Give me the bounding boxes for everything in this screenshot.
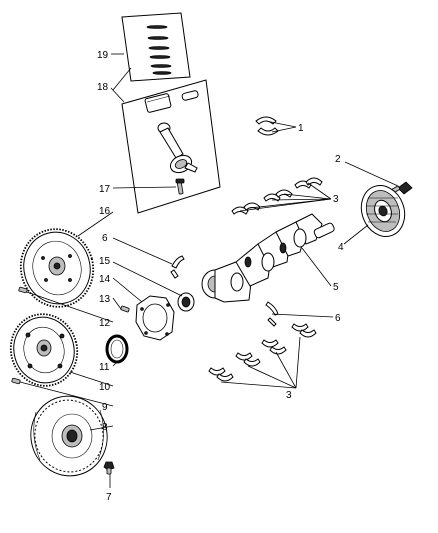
callout-9: 9 — [102, 402, 108, 413]
rear-oil-seal — [177, 292, 195, 312]
callout-8: 8 — [102, 422, 108, 433]
callout-15: 15 — [99, 256, 111, 267]
drive-plate-adapter-ring — [105, 334, 129, 364]
main-bearings-lower — [208, 323, 317, 382]
vibration-damper — [360, 185, 406, 237]
torque-converter — [30, 395, 108, 477]
callout-7: 7 — [106, 492, 112, 503]
callout-14: 14 — [99, 274, 111, 285]
crankshaft — [201, 213, 335, 303]
callout-10: 10 — [99, 382, 111, 393]
callout-2: 2 — [335, 154, 341, 165]
callout-1: 1 — [298, 123, 304, 134]
callout-17: 17 — [99, 184, 111, 195]
callout-4: 4 — [338, 242, 344, 253]
drive-plate — [19, 228, 95, 308]
connecting-rod-bearing — [255, 116, 279, 136]
retainer-bolt — [120, 305, 130, 313]
callout-6-upper: 6 — [102, 233, 108, 244]
flexplate-bolt — [11, 377, 21, 385]
main-bearings-upper — [231, 177, 323, 215]
seal-retainer — [135, 295, 175, 341]
callout-5: 5 — [333, 282, 339, 293]
piston-and-connecting-rod — [121, 79, 221, 214]
piston — [144, 90, 199, 113]
leader-lines — [19, 53, 399, 488]
callout-19: 19 — [97, 50, 109, 61]
callout-12: 12 — [99, 318, 111, 329]
ring-set — [146, 25, 172, 75]
callout-6-lower: 6 — [335, 313, 341, 324]
callout-11: 11 — [99, 362, 110, 373]
callout-13: 13 — [99, 294, 111, 305]
connecting-rod-bolt — [175, 178, 185, 195]
callout-18: 18 — [97, 82, 109, 93]
piston-rings — [121, 12, 191, 82]
flexplate — [9, 313, 79, 387]
thrust-washer-upper — [170, 255, 185, 279]
connecting-rod — [157, 122, 198, 174]
thrust-washer-lower — [265, 301, 279, 327]
callout-3-upper: 3 — [333, 194, 339, 205]
callout-labels: 19 18 1 2 17 3 16 4 6 15 5 14 13 6 12 11… — [97, 50, 344, 503]
converter-bolt — [103, 461, 115, 475]
callout-16: 16 — [99, 206, 111, 217]
drive-plate-bolt — [18, 286, 28, 294]
callout-3-lower: 3 — [286, 390, 292, 401]
